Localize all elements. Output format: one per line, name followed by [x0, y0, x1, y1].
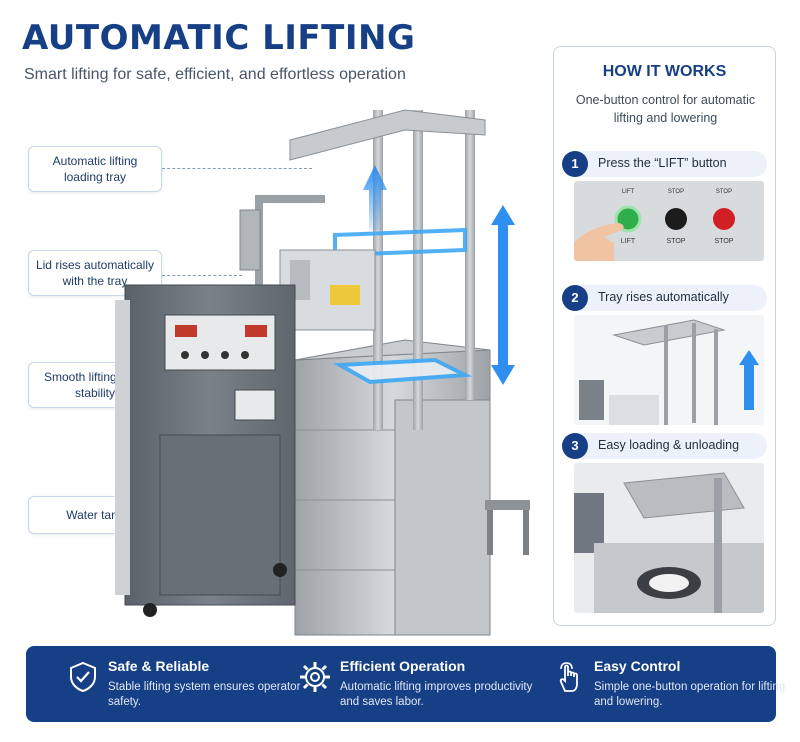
button-label-stop: STOP — [667, 238, 686, 245]
step-1-header: 1 Press the “LIFT” button — [562, 151, 767, 177]
page-title: AUTOMATIC LIFTING — [22, 18, 416, 58]
callout-label: Automatic lifting loading tray — [52, 154, 138, 184]
button-label-lift: LIFT — [621, 238, 636, 245]
step-label: Press the “LIFT” button — [598, 156, 727, 170]
how-it-works-panel: HOW IT WORKS One-button control for auto… — [553, 46, 776, 626]
feature-title: Efficient Operation — [340, 658, 466, 674]
callout-label: Water tank — [66, 508, 124, 522]
button-tag-lift: LIFT — [622, 189, 635, 195]
step-2-header: 2 Tray rises automatically — [562, 285, 767, 311]
button-tag-stop-red: STOP — [716, 189, 732, 195]
feature-desc: Simple one-button operation for lifting … — [594, 681, 786, 708]
furnace-machine-illustration — [115, 109, 530, 636]
callout-lid: Lid rises automatically with the tray — [28, 250, 162, 296]
step-number: 2 — [562, 285, 588, 311]
button-tag-stop: STOP — [668, 189, 684, 195]
feature-title: Easy Control — [594, 658, 681, 674]
callout-leader-line — [162, 168, 312, 169]
feature-efficient-operation: Efficient Operation Automatic lifting im… — [298, 656, 532, 716]
feature-safe-reliable: Safe & Reliable Stable lifting system en… — [66, 656, 300, 716]
gear-icon — [300, 662, 330, 692]
step-number: 3 — [562, 433, 588, 459]
callout-loading-tray: Automatic lifting loading tray — [28, 146, 162, 192]
button-label-stop-red: STOP — [715, 238, 734, 245]
step-label: Easy loading & unloading — [598, 438, 740, 452]
callout-leader-line — [162, 275, 242, 276]
step-label: Tray rises automatically — [598, 290, 729, 304]
pointer-hand-icon — [559, 662, 578, 692]
feature-easy-control: Easy Control Simple one-button operation… — [552, 656, 785, 716]
finger-pressing-icon — [574, 223, 624, 261]
callout-label: Lid rises automatically with the tray — [35, 258, 155, 288]
feature-desc: Automatic lifting improves productivity … — [340, 681, 533, 708]
control-buttons-photo: LIFT STOP STOP LIFT STOP STOP — [574, 181, 764, 261]
tray-rising-photo — [574, 315, 764, 425]
step-3-header: 3 Easy loading & unloading — [562, 433, 767, 459]
loading-unloading-photo — [574, 463, 764, 613]
shield-check-icon — [70, 661, 96, 693]
how-it-works-subtitle: One-button control for automatic lifting… — [575, 93, 756, 125]
feature-bar: Safe & Reliable Stable lifting system en… — [26, 646, 785, 722]
how-it-works-title: HOW IT WORKS — [602, 63, 727, 80]
feature-desc: Stable lifting system ensures operator s… — [108, 681, 301, 708]
page-subtitle: Smart lifting for safe, efficient, and e… — [24, 66, 406, 83]
step-number: 1 — [562, 151, 588, 177]
feature-title: Safe & Reliable — [108, 658, 210, 674]
